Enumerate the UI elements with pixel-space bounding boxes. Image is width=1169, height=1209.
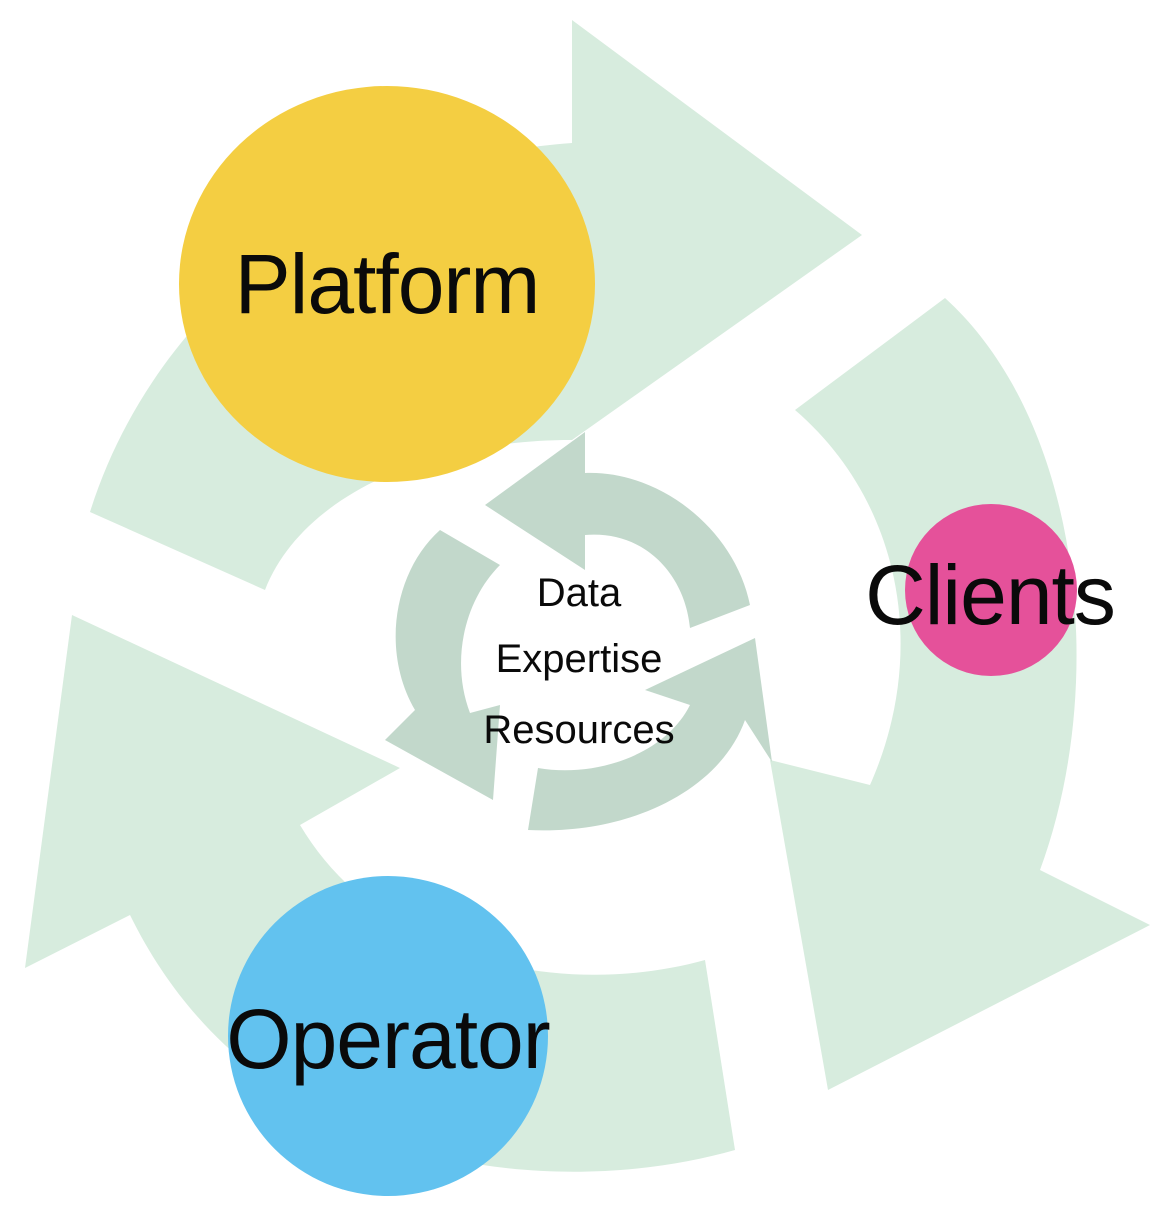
clients-circle <box>905 504 1077 676</box>
inner-arrow-left <box>385 530 500 800</box>
operator-label: Operator <box>226 992 550 1086</box>
center-text: Data Expertise Resources <box>483 571 674 752</box>
center-line-expertise: Expertise <box>496 637 663 681</box>
center-line-resources: Resources <box>483 708 674 752</box>
inner-cycle-arrows <box>385 432 772 831</box>
outer-arrow-right <box>770 298 1150 1090</box>
node-clients: Clients <box>865 504 1116 676</box>
inner-arrow-top <box>485 432 750 628</box>
outer-arrow-left <box>25 615 735 1172</box>
clients-label: Clients <box>865 548 1115 642</box>
node-platform: Platform <box>179 86 595 482</box>
center-line-data: Data <box>537 571 622 615</box>
platform-label: Platform <box>235 237 540 331</box>
node-operator: Operator <box>226 876 551 1196</box>
inner-arrow-right <box>528 638 772 831</box>
operator-circle <box>228 876 548 1196</box>
platform-circle <box>179 86 595 482</box>
